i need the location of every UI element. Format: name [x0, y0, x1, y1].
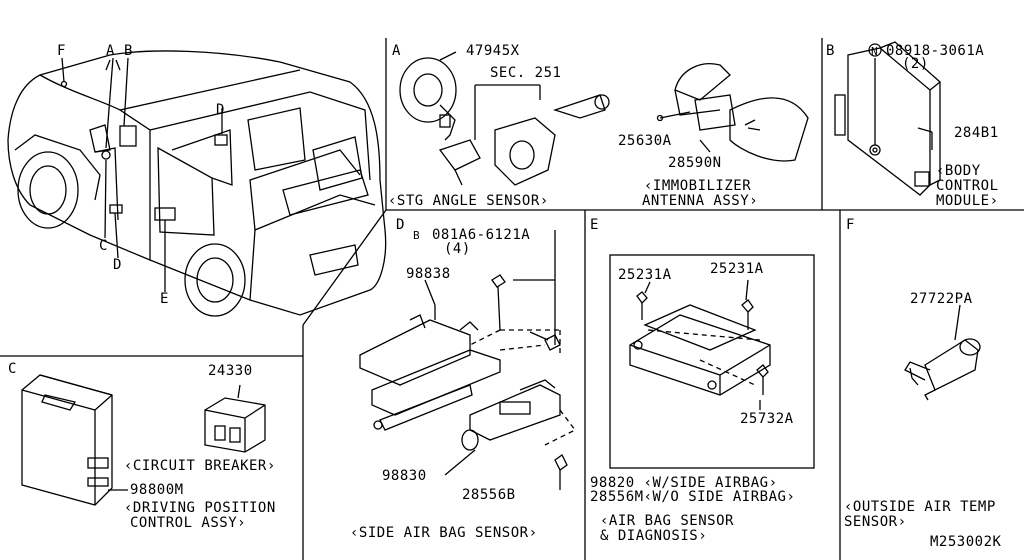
- air-bag-sensor-caption-line2: & DIAGNOSIS›: [600, 528, 708, 544]
- part-number-98838: 98838: [406, 266, 451, 282]
- sec-251-reference: SEC. 251: [490, 65, 562, 81]
- part-number-284b1: 284B1: [954, 125, 999, 141]
- quantity-4: (4): [444, 241, 471, 257]
- stg-angle-sensor-drawing: [399, 51, 610, 186]
- nut-symbol-n: N: [871, 45, 879, 58]
- part-number-25231a-right: 25231A: [710, 261, 764, 277]
- diagram-code: M253002K: [930, 534, 1002, 550]
- section-b-letter: B: [826, 43, 835, 59]
- immobilizer-caption-line1: ‹IMMOBILIZER: [644, 178, 752, 194]
- part-number-28590n: 28590N: [668, 155, 722, 171]
- part-number-08918-3061a: 08918-3061A: [886, 43, 985, 59]
- stg-angle-sensor-caption: ‹STG ANGLE SENSOR›: [388, 193, 549, 209]
- section-d-letter: D: [396, 217, 405, 233]
- body-control-caption-line1: ‹BODY: [936, 163, 981, 179]
- air-bag-sensor-drawing: [609, 254, 815, 469]
- circuit-breaker-caption: ‹CIRCUIT BREAKER›: [124, 458, 276, 474]
- immobilizer-caption-line2: ANTENNA ASSY›: [642, 193, 759, 209]
- driving-position-control-drawing: [21, 374, 128, 506]
- vehicle-illustration: [7, 50, 387, 317]
- part-number-24330: 24330: [208, 363, 253, 379]
- quantity-2: (2): [902, 56, 929, 72]
- immobilizer-antenna-drawing: [656, 63, 809, 162]
- side-air-bag-sensor-drawing: [359, 230, 576, 490]
- note-without-side-airbag: 28556M‹W/O SIDE AIRBAG›: [590, 489, 796, 505]
- circuit-breaker-drawing: [204, 384, 266, 453]
- callout-c: C: [99, 238, 108, 254]
- part-number-47945x: 47945X: [466, 43, 520, 59]
- driving-position-caption-line1: ‹DRIVING POSITION: [124, 500, 276, 516]
- section-c-letter: C: [8, 361, 17, 377]
- section-a-letter: A: [392, 43, 401, 59]
- side-air-bag-sensor-caption: ‹SIDE AIR BAG SENSOR›: [350, 525, 538, 541]
- section-e-letter: E: [590, 217, 599, 233]
- callout-f: F: [57, 43, 66, 59]
- body-control-caption-line3: MODULE›: [936, 193, 999, 209]
- bolt-symbol-b: B: [413, 229, 421, 242]
- air-bag-sensor-caption-line1: ‹AIR BAG SENSOR: [600, 513, 734, 529]
- part-number-25630a: 25630A: [618, 133, 672, 149]
- body-control-module-drawing: [834, 41, 942, 196]
- callout-e: E: [160, 291, 169, 307]
- part-number-98830: 98830: [382, 468, 427, 484]
- part-number-27722pa: 27722PA: [910, 291, 973, 307]
- outside-air-temp-caption-line1: ‹OUTSIDE AIR TEMP: [844, 499, 996, 515]
- callout-d-upper: D: [216, 102, 225, 118]
- callout-b: B: [124, 43, 133, 59]
- callout-d: D: [113, 257, 122, 273]
- driving-position-caption-line2: CONTROL ASSY›: [130, 515, 247, 531]
- part-number-28556b: 28556B: [462, 487, 516, 503]
- section-dividers: [0, 38, 1024, 560]
- section-f-letter: F: [846, 217, 855, 233]
- body-control-caption-line2: CONTROL: [936, 178, 999, 194]
- outside-air-temp-caption-line2: SENSOR›: [844, 514, 907, 530]
- part-number-25732a: 25732A: [740, 411, 794, 427]
- part-number-98800m: 98800M: [130, 482, 184, 498]
- callout-a: A: [106, 43, 115, 59]
- part-number-081a6-6121a: 081A6-6121A: [432, 227, 531, 243]
- note-side-airbag: 98820 ‹W/SIDE AIRBAG›: [590, 475, 778, 491]
- part-number-25231a-left: 25231A: [618, 267, 672, 283]
- outside-air-temp-sensor-drawing: [904, 304, 981, 401]
